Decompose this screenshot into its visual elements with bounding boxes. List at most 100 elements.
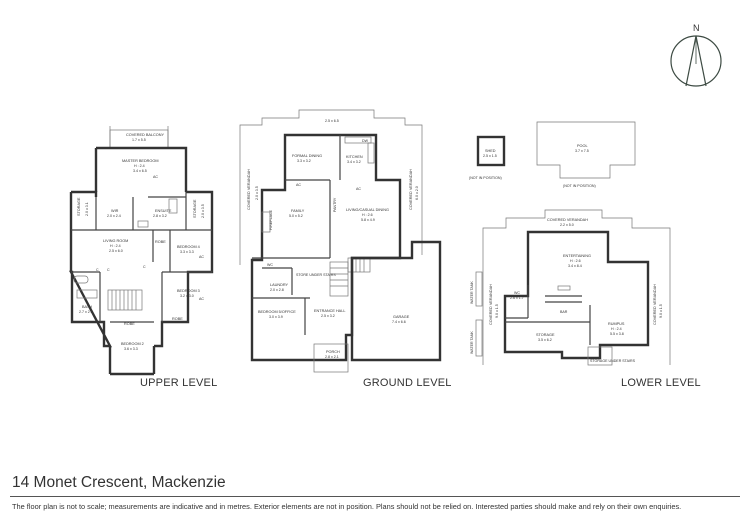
svg-text:FAMILY: FAMILY	[291, 209, 305, 213]
svg-text:2.0 x 3.1: 2.0 x 3.1	[85, 202, 89, 216]
ground-outer-wall	[250, 133, 402, 362]
lower-verandah-outline	[482, 209, 671, 365]
svg-text:STORAGE UNDER STAIRS: STORAGE UNDER STAIRS	[590, 359, 636, 363]
svg-text:COVERED VERANDAH: COVERED VERANDAH	[547, 218, 588, 222]
svg-text:WC: WC	[267, 263, 273, 267]
ground-level-plan: 2.5 x 6.5 COVERED VERANDAH 2.0 x 3.5 COV…	[239, 109, 442, 373]
svg-text:2.8 x 3.2: 2.8 x 3.2	[153, 214, 167, 218]
svg-text:LAUNDRY: LAUNDRY	[270, 283, 289, 287]
svg-text:2.0 x 2.8: 2.0 x 2.8	[270, 288, 284, 292]
svg-text:H : 2.4: H : 2.4	[611, 327, 622, 331]
disclaimer-text: The floor plan is not to scale; measurem…	[12, 502, 682, 511]
svg-text:STORAGE: STORAGE	[193, 199, 197, 218]
svg-text:3.3 x 3.2: 3.3 x 3.2	[297, 159, 311, 163]
svg-text:2.2 x 5.0: 2.2 x 5.0	[560, 223, 574, 227]
svg-text:2.0 x 3.5: 2.0 x 3.5	[201, 204, 205, 218]
lower-level-label: LOWER LEVEL	[621, 377, 701, 389]
svg-text:3.2 x 3.0: 3.2 x 3.0	[180, 294, 194, 298]
svg-text:FORMAL DINING: FORMAL DINING	[292, 154, 322, 158]
svg-text:COVERED VERANDAH: COVERED VERANDAH	[653, 284, 657, 325]
svg-text:ROBE: ROBE	[155, 240, 166, 244]
svg-text:PORCH: PORCH	[326, 350, 340, 354]
svg-text:AC: AC	[356, 187, 361, 191]
svg-text:BEDROOM 5/OFFICE: BEDROOM 5/OFFICE	[258, 310, 296, 314]
svg-text:COVERED VERANDAH: COVERED VERANDAH	[247, 169, 251, 210]
svg-text:ROBE: ROBE	[124, 322, 135, 326]
ground-level-label: GROUND LEVEL	[363, 377, 452, 389]
svg-text:COVERED VERANDAH: COVERED VERANDAH	[489, 284, 493, 325]
svg-text:(NOT IN POSITION): (NOT IN POSITION)	[469, 176, 502, 180]
covered-balcony-dim: 1.7 x 5.5	[132, 138, 146, 142]
porch-outline	[313, 343, 349, 373]
upper-stairs	[107, 289, 143, 311]
svg-text:3.6 x 3.3: 3.6 x 3.3	[124, 347, 138, 351]
floor-plan: COVERED BALCONY 1.7 x 5.5 MASTER BEDROOM…	[69, 23, 722, 389]
svg-text:2.8 x 2.1: 2.8 x 2.1	[325, 355, 339, 359]
ground-stairs	[329, 257, 371, 297]
svg-text:2.5 x 6.0: 2.5 x 6.0	[109, 249, 123, 253]
svg-text:AC: AC	[296, 183, 301, 187]
svg-text:BAR: BAR	[560, 310, 568, 314]
svg-text:5.0 x 5.2: 5.0 x 5.2	[289, 214, 303, 218]
svg-text:3.3 x 3.3: 3.3 x 3.3	[180, 250, 194, 254]
svg-text:2.7 x 2.6: 2.7 x 2.6	[79, 310, 93, 314]
property-address: 14 Monet Crescent, Mackenzie	[12, 474, 226, 491]
svg-text:PANTRY: PANTRY	[333, 197, 337, 212]
svg-text:RUMPUS: RUMPUS	[608, 322, 625, 326]
svg-text:BEDROOM 4: BEDROOM 4	[177, 245, 200, 249]
svg-text:3.7 x 7.5: 3.7 x 7.5	[575, 149, 589, 153]
bar-counter	[545, 295, 582, 303]
garage-wall	[350, 240, 442, 362]
svg-text:2.5 x 1.5: 2.5 x 1.5	[483, 154, 497, 158]
svg-text:WATER TANK: WATER TANK	[470, 331, 474, 354]
svg-text:FIREPLACE: FIREPLACE	[269, 209, 273, 230]
shed-outline	[476, 135, 506, 167]
svg-text:ENSUITE: ENSUITE	[155, 209, 172, 213]
svg-text:5.8 x 4.9: 5.8 x 4.9	[361, 218, 375, 222]
divider	[10, 496, 740, 497]
svg-text:LIVING/CASUAL DINING: LIVING/CASUAL DINING	[346, 208, 389, 212]
svg-text:3.4 x 6.5: 3.4 x 6.5	[133, 169, 147, 173]
lower-outer-wall	[503, 230, 650, 360]
svg-text:2.0 x 2.4: 2.0 x 2.4	[107, 214, 121, 218]
upper-level-plan: COVERED BALCONY 1.7 x 5.5 MASTER BEDROOM…	[69, 126, 214, 376]
svg-text:WATER TANK: WATER TANK	[470, 281, 474, 304]
svg-text:POOL: POOL	[577, 144, 588, 148]
ground-top-verandah	[239, 109, 423, 135]
living-room-name: LIVING ROOM	[103, 239, 128, 243]
svg-text:AC: AC	[199, 297, 204, 301]
svg-text:H : 2.4: H : 2.4	[134, 164, 145, 168]
upper-outer-wall	[69, 190, 214, 348]
svg-text:3.0 x 3.9: 3.0 x 3.9	[269, 315, 283, 319]
svg-text:STORAGE: STORAGE	[77, 197, 81, 216]
svg-text:H : 2.6: H : 2.6	[570, 259, 581, 263]
svg-text:2.6 x 1.7: 2.6 x 1.7	[510, 296, 524, 300]
pool-outline	[536, 121, 636, 179]
master-bedroom-name: MASTER BEDROOM	[122, 159, 159, 163]
svg-text:WC: WC	[514, 291, 520, 295]
svg-text:9.0 x 1.5: 9.0 x 1.5	[495, 304, 499, 318]
svg-text:STORAGE: STORAGE	[536, 333, 555, 337]
svg-text:BEDROOM 3: BEDROOM 3	[177, 289, 200, 293]
svg-text:(NOT IN POSITION): (NOT IN POSITION)	[563, 184, 596, 188]
svg-text:C: C	[96, 268, 99, 272]
north-compass-icon: N	[670, 23, 722, 87]
svg-text:2.5 x 3.2: 2.5 x 3.2	[321, 314, 335, 318]
svg-text:STORE UNDER STAIRS: STORE UNDER STAIRS	[296, 273, 336, 277]
svg-text:9.0 x 1.5: 9.0 x 1.5	[659, 304, 663, 318]
svg-text:7.4 x 6.6: 7.4 x 6.6	[392, 320, 406, 324]
svg-text:BATH: BATH	[82, 305, 92, 309]
svg-text:KITCHEN: KITCHEN	[346, 155, 363, 159]
svg-text:SHED: SHED	[485, 149, 496, 153]
svg-text:6.0 x 2.0: 6.0 x 2.0	[415, 186, 419, 200]
svg-text:3.4 x 8.4: 3.4 x 8.4	[568, 264, 582, 268]
svg-text:COVERED VERANDAH: COVERED VERANDAH	[409, 169, 413, 210]
lower-level-plan: SHED 2.5 x 1.5 (NOT IN POSITION) POOL 3.…	[469, 121, 671, 366]
svg-text:H : 2.4: H : 2.4	[110, 244, 121, 248]
svg-text:3.5 x 6.2: 3.5 x 6.2	[538, 338, 552, 342]
svg-text:C: C	[107, 268, 110, 272]
svg-text:3.4 x 3.2: 3.4 x 3.2	[347, 160, 361, 164]
master-bedroom-wall	[96, 146, 188, 192]
svg-text:AC: AC	[153, 175, 158, 179]
svg-text:N: N	[693, 23, 700, 33]
